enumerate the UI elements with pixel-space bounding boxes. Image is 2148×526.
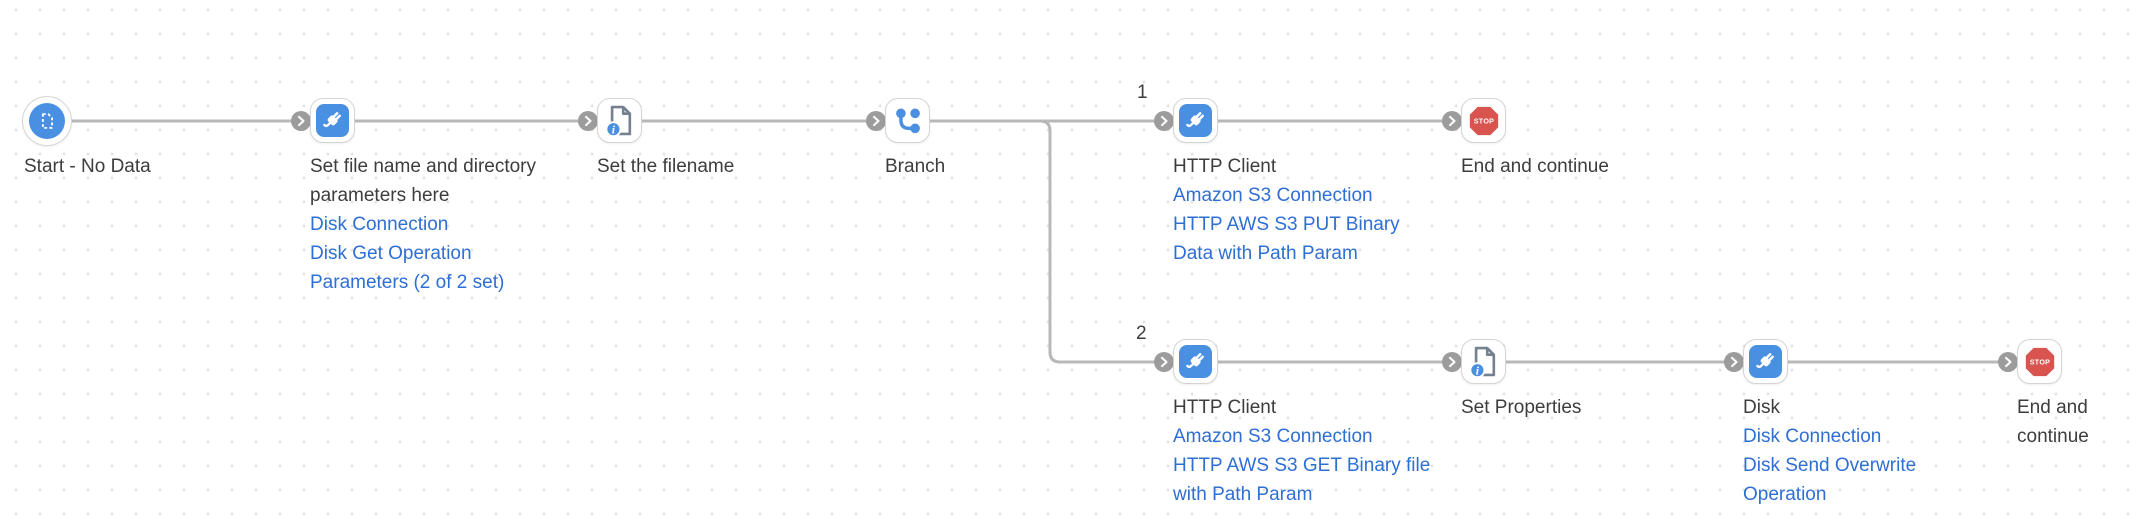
wire-branch-2	[908, 119, 2008, 364]
stop-icon-text: STOP	[2029, 358, 2050, 366]
branch-number-label: 1	[1137, 82, 1148, 103]
node-config-link[interactable]: Parameters (2 of 2 set)	[310, 272, 505, 293]
node-shape[interactable]	[22, 96, 72, 146]
node-title: End and continue	[2017, 397, 2089, 447]
document-info-icon: i	[1465, 343, 1502, 380]
stop-icon: STOP	[2023, 345, 2057, 379]
node-title: Start - No Data	[24, 156, 151, 177]
node-config-link[interactable]: Disk Connection	[1743, 426, 1882, 447]
node-shape[interactable]	[310, 98, 355, 143]
node-config-link[interactable]: HTTP AWS S3 GET Binary file with Path Pa…	[1173, 455, 1431, 505]
input-connector-icon[interactable]	[1442, 111, 1462, 131]
node-label: Branch	[885, 152, 945, 181]
input-connector-icon[interactable]	[1442, 352, 1462, 372]
node-label: Set Properties	[1461, 393, 1581, 422]
node-label: Start - No Data	[24, 152, 151, 181]
node-label: End and continue	[1461, 152, 1609, 181]
plug-icon	[1749, 345, 1782, 378]
node-shape[interactable]: STOP	[2017, 339, 2062, 384]
node-shape[interactable]	[885, 98, 930, 143]
input-connector-icon[interactable]	[1998, 352, 2018, 372]
input-connector-icon[interactable]	[1154, 111, 1174, 131]
branch-number-label: 2	[1136, 323, 1147, 344]
node-label: Set the filename	[597, 152, 734, 181]
node-config-link[interactable]: Disk Connection	[310, 214, 449, 235]
node-title: Set the filename	[597, 156, 735, 177]
node-config-link[interactable]: HTTP AWS S3 PUT Binary Data with Path Pa…	[1173, 214, 1400, 264]
node-shape[interactable]: i	[597, 98, 642, 143]
node-title: Set file name and directory parameters h…	[310, 156, 537, 206]
input-connector-icon[interactable]	[1724, 352, 1744, 372]
input-connector-icon[interactable]	[866, 111, 886, 131]
node-shape[interactable]	[1173, 98, 1218, 143]
node-config-link[interactable]: Disk Send Overwrite Operation	[1743, 455, 1917, 505]
node-shape[interactable]: i	[1461, 339, 1506, 384]
input-connector-icon[interactable]	[1154, 352, 1174, 372]
branch-icon	[891, 104, 925, 138]
input-connector-icon[interactable]	[291, 111, 311, 131]
node-title: Disk	[1743, 397, 1780, 418]
document-info-icon: i	[601, 102, 638, 139]
start-document-icon	[36, 110, 58, 132]
node-shape[interactable]: STOP	[1461, 98, 1506, 143]
node-config-link[interactable]: Amazon S3 Connection	[1173, 426, 1373, 447]
node-config-link[interactable]: Disk Get Operation	[310, 243, 472, 264]
node-label: End and continue	[2017, 393, 2123, 451]
node-title: HTTP Client	[1173, 156, 1277, 177]
node-shape[interactable]	[1743, 339, 1788, 384]
input-connector-icon[interactable]	[578, 111, 598, 131]
node-config-link[interactable]: Amazon S3 Connection	[1173, 185, 1373, 206]
node-title: End and continue	[1461, 156, 1609, 177]
node-label: Set file name and directory parameters h…	[310, 152, 568, 297]
svg-text:i: i	[1476, 363, 1480, 377]
plug-icon	[1179, 104, 1212, 137]
node-title: Branch	[885, 156, 946, 177]
node-title: HTTP Client	[1173, 397, 1277, 418]
svg-text:i: i	[612, 122, 616, 136]
node-title: Set Properties	[1461, 397, 1582, 418]
stop-icon-text: STOP	[1473, 117, 1494, 125]
node-shape[interactable]	[1173, 339, 1218, 384]
plug-icon	[1179, 345, 1212, 378]
plug-icon	[316, 104, 349, 137]
stop-icon: STOP	[1467, 104, 1501, 138]
